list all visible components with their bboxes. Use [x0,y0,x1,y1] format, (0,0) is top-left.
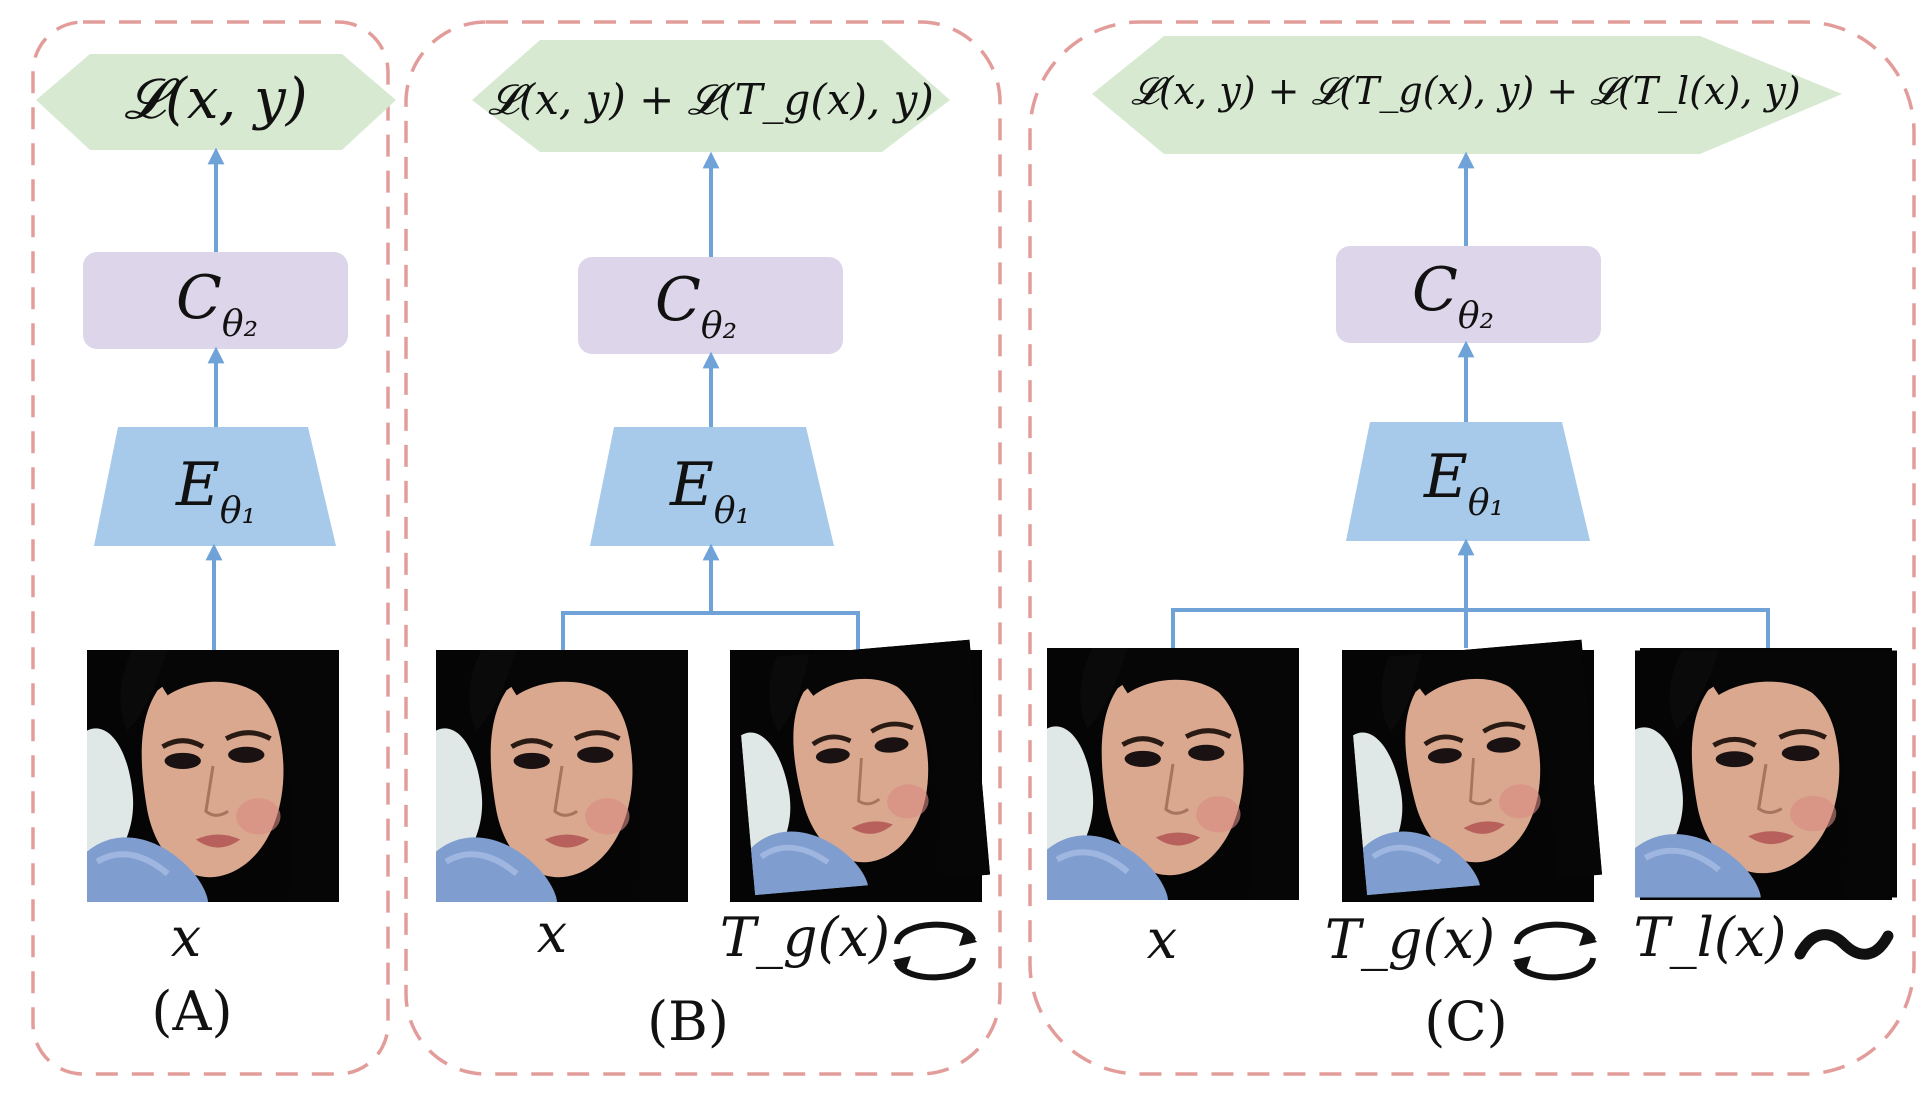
panel-c-classifier-box [1336,246,1601,343]
panel-c-input-image-tg [1342,640,1602,902]
panel-c-input-image-tl [1635,648,1897,900]
panel-b-input-image-tg [730,640,990,902]
rotate-icon [1513,921,1597,981]
panel-a-loss-box [36,54,396,150]
panel-b-input-connector [561,611,860,650]
panel-b-tag: (B) [647,990,729,1053]
panel-b-classifier-label: Cθ₂ [655,265,737,347]
rotate-icon [893,921,977,981]
panel-c-input-label-tl: T_l(x) [1634,906,1787,969]
panel-a-classifier-box [83,252,348,349]
panel-a-encoder-box [94,427,336,546]
panel-a-encoder-label: Eθ₁ [175,450,256,532]
panel-a-classifier-label: Cθ₂ [176,263,258,345]
panel-b-input-label-x: x [537,902,567,965]
panel-b: 𝓛(x, y) + 𝓛(T_g(x), y) Cθ₂ Eθ₁ x T_g(x) … [404,20,1002,1076]
wave-icon [1794,929,1894,960]
panel-a-loss-text: 𝓛(x, y) [124,67,307,132]
panel-c-input-label-tg: T_g(x) [1325,908,1495,971]
panel-a-tag: (A) [151,980,232,1043]
panel-a-input-image [87,650,339,902]
panel-c-input-label-x: x [1147,908,1177,971]
panel-b-input-image-x [436,650,688,902]
panel-c-classifier-label: Cθ₂ [1412,255,1494,337]
panel-b-loss-text: 𝓛(x, y) + 𝓛(T_g(x), y) [488,75,933,124]
panel-c-loss-box [1092,36,1842,154]
panel-b-encoder-box [590,427,834,546]
panel-b-loss-box [472,40,950,152]
panel-b-classifier-box [578,257,843,354]
panel-b-input-label-tg: T_g(x) [720,906,890,969]
panel-a-border [31,20,390,1076]
panel-c-tag: (C) [1424,990,1507,1053]
panel-a-input-label: x [171,906,201,969]
panel-c-encoder-label: Eθ₁ [1423,442,1504,524]
panel-a: 𝓛(x, y) Cθ₂ Eθ₁ x (A) [31,20,396,1076]
panel-c-input-connector [1171,608,1770,648]
panel-c-input-image-x [1047,648,1299,900]
panel-b-encoder-label: Eθ₁ [669,450,750,532]
panel-c-border [1028,20,1916,1076]
panel-c: 𝓛(x, y) + 𝓛(T_g(x), y) + 𝓛(T_l(x), y) Cθ… [1028,20,1916,1076]
panel-c-encoder-box [1346,422,1590,541]
panel-b-border [404,20,1002,1076]
panel-c-loss-text: 𝓛(x, y) + 𝓛(T_g(x), y) + 𝓛(T_l(x), y) [1131,69,1800,114]
